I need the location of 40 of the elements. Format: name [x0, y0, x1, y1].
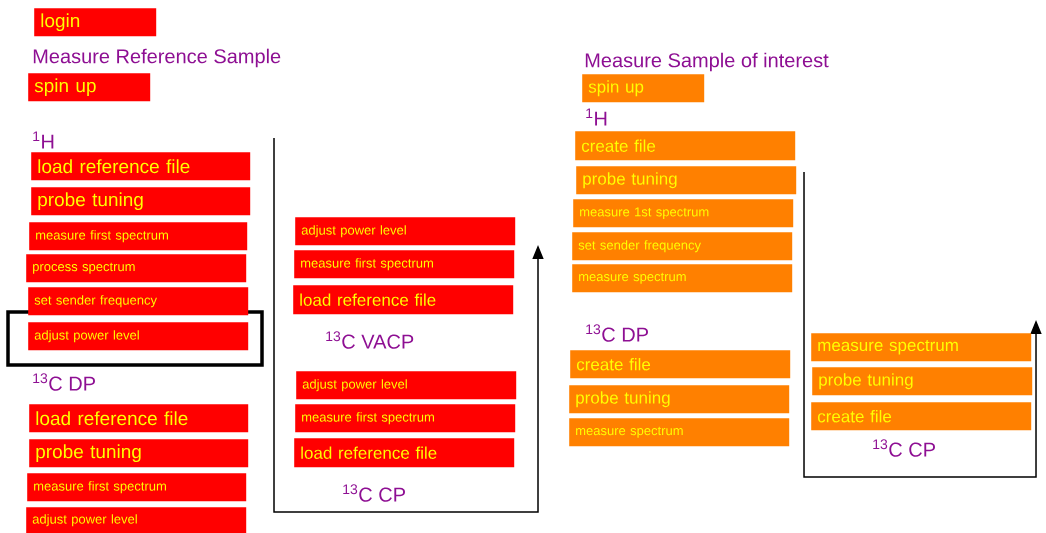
- step-box: probe tuning: [29, 439, 249, 468]
- section-heading: $^{1}$H: [586, 108, 607, 126]
- step-box: set sender frequency: [28, 287, 249, 316]
- step-box: adjust power level: [26, 507, 247, 533]
- section-heading: Measure Reference Sample: [33, 48, 281, 68]
- step-box: create file: [811, 402, 1032, 431]
- section-heading: $^{13}$C CP: [343, 484, 405, 502]
- step-box: set sender frequency: [572, 232, 793, 261]
- section-heading: $^{13}$C DP: [586, 324, 648, 342]
- step-box: process spectrum: [26, 254, 247, 283]
- step-box: measure spectrum: [569, 418, 790, 447]
- section-heading: $^{1}$H: [33, 131, 54, 149]
- section-heading: Measure Sample of interest: [585, 52, 829, 72]
- step-box: measure first spectrum: [294, 250, 515, 279]
- section-heading: $^{13}$C VACP: [326, 331, 414, 349]
- step-box: adjust power level: [296, 371, 517, 400]
- node-label: adjust power level: [34, 330, 139, 343]
- step-box: probe tuning: [569, 385, 790, 414]
- step-box: load reference file: [31, 152, 251, 181]
- step-box: load reference file: [29, 404, 249, 433]
- step-box: measure 1st spectrum: [573, 199, 794, 228]
- step-box: measure first spectrum: [295, 404, 516, 433]
- step-box: load reference file: [294, 438, 515, 468]
- step-box: probe tuning: [31, 187, 251, 216]
- step-box: measure spectrum: [572, 264, 793, 293]
- section-heading: $^{13}$C DP: [33, 373, 95, 391]
- section-heading: $^{13}$C CP: [873, 439, 935, 457]
- step-box: probe tuning: [576, 166, 797, 195]
- step-box: spin up: [582, 74, 705, 103]
- step-box: measure first spectrum: [27, 473, 247, 502]
- step-box: probe tuning: [812, 367, 1033, 396]
- step-box: measure spectrum: [811, 333, 1032, 362]
- step-box: spin up: [28, 73, 151, 102]
- step-box: create file: [570, 350, 791, 379]
- step-box: load reference file: [293, 285, 514, 315]
- step-box: measure first spectrum: [29, 222, 248, 251]
- step-box: adjust power level: [28, 322, 249, 351]
- step-box: adjust power level: [295, 217, 516, 246]
- step-box: login: [34, 8, 157, 37]
- step-box: create file: [575, 131, 796, 161]
